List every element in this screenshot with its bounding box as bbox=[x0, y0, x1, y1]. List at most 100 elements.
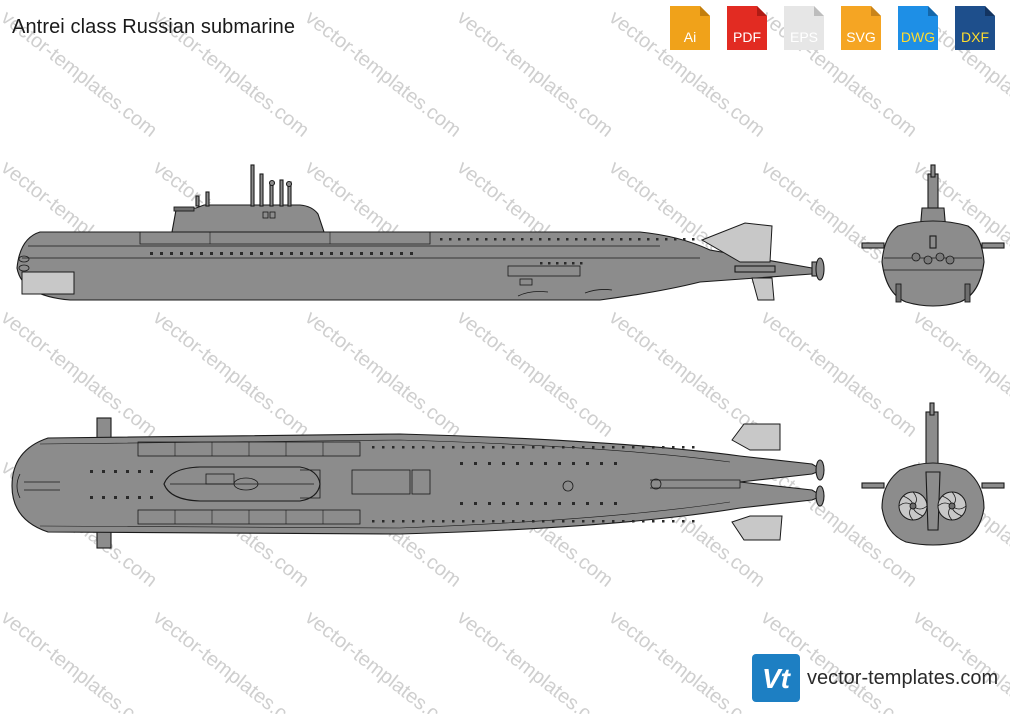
deck-vent bbox=[564, 262, 567, 265]
deck-vent bbox=[502, 446, 505, 449]
format-label: Ai bbox=[683, 29, 697, 45]
stern-fin-bottom bbox=[731, 515, 783, 541]
deck-vent bbox=[210, 252, 213, 255]
deck-vent bbox=[474, 502, 477, 505]
file-icon bbox=[784, 6, 824, 50]
deck-vent bbox=[542, 520, 545, 523]
deck-vent bbox=[476, 238, 479, 241]
format-badge-dxf[interactable]: DXF bbox=[953, 4, 997, 52]
file-icon bbox=[841, 6, 881, 50]
deck-vent bbox=[474, 462, 477, 465]
deck-vent bbox=[170, 252, 173, 255]
deck-vent bbox=[370, 252, 373, 255]
deck-vent bbox=[492, 446, 495, 449]
deck-vent bbox=[190, 252, 193, 255]
lower-rudder bbox=[751, 277, 775, 301]
deck-vent bbox=[556, 262, 559, 265]
deck-vent bbox=[503, 238, 506, 241]
deck-vent bbox=[150, 496, 153, 499]
deck-vent bbox=[200, 252, 203, 255]
deck-vent bbox=[372, 446, 375, 449]
deck-vent bbox=[412, 520, 415, 523]
deck-vent bbox=[102, 496, 105, 499]
bow-panel bbox=[21, 271, 75, 295]
format-badge-eps[interactable]: EPS bbox=[782, 4, 826, 52]
deck-vent bbox=[90, 470, 93, 473]
deck-vent bbox=[602, 446, 605, 449]
upper-rudder bbox=[700, 222, 773, 263]
deck-vent bbox=[548, 238, 551, 241]
deck-vent bbox=[472, 520, 475, 523]
deck-vent bbox=[647, 238, 650, 241]
deck-vent bbox=[492, 520, 495, 523]
deck-vent bbox=[442, 520, 445, 523]
deck-vent bbox=[380, 252, 383, 255]
deck-vent bbox=[270, 252, 273, 255]
deck-vent bbox=[552, 446, 555, 449]
deck-vent bbox=[652, 520, 655, 523]
deck-vent bbox=[692, 238, 695, 241]
format-badge-svg[interactable]: SVG bbox=[839, 4, 883, 52]
deck-vent bbox=[422, 520, 425, 523]
side-hull bbox=[16, 231, 824, 301]
deck-vent bbox=[662, 520, 665, 523]
deck-vent bbox=[612, 520, 615, 523]
vt-logo-text: Vt bbox=[762, 663, 792, 694]
format-badge-ai[interactable]: Ai bbox=[668, 4, 712, 52]
vt-logo-icon[interactable]: Vt bbox=[752, 654, 800, 702]
deck-vent bbox=[449, 238, 452, 241]
deck-vent bbox=[532, 520, 535, 523]
deck-vent bbox=[460, 502, 463, 505]
deck-vent bbox=[382, 446, 385, 449]
deck-vent bbox=[542, 446, 545, 449]
deck-vent bbox=[102, 470, 105, 473]
format-badge-pdf[interactable]: PDF bbox=[725, 4, 769, 52]
deck-vent bbox=[360, 252, 363, 255]
deck-vent bbox=[540, 262, 543, 265]
format-label: DXF bbox=[961, 29, 989, 45]
file-icon bbox=[898, 6, 938, 50]
deck-vent bbox=[692, 446, 695, 449]
file-icon bbox=[955, 6, 995, 50]
deck-vent bbox=[692, 520, 695, 523]
format-badge-dwg[interactable]: DWG bbox=[896, 4, 940, 52]
side-view bbox=[16, 164, 825, 301]
deck-vent bbox=[600, 502, 603, 505]
deck-vent bbox=[502, 462, 505, 465]
brand-site-link[interactable]: vector-templates.com bbox=[807, 667, 999, 689]
deck-vent bbox=[584, 238, 587, 241]
deck-vent bbox=[652, 446, 655, 449]
front-view-upper bbox=[861, 164, 1005, 307]
deck-vent bbox=[665, 238, 668, 241]
format-label: EPS bbox=[789, 29, 818, 45]
deck-vent bbox=[310, 252, 313, 255]
deck-vent bbox=[656, 238, 659, 241]
deck-vent bbox=[300, 252, 303, 255]
deck-vent bbox=[600, 462, 603, 465]
deck-vent bbox=[544, 462, 547, 465]
deck-vent bbox=[488, 462, 491, 465]
deck-vent bbox=[572, 502, 575, 505]
deck-vent bbox=[548, 262, 551, 265]
format-label: PDF bbox=[733, 29, 761, 45]
sail bbox=[171, 204, 325, 233]
deck-vent bbox=[629, 238, 632, 241]
deck-vent bbox=[220, 252, 223, 255]
deck-vent bbox=[392, 520, 395, 523]
deck-vent bbox=[126, 496, 129, 499]
deck-vent bbox=[180, 252, 183, 255]
bow-plane-top bbox=[96, 417, 112, 439]
deck-vent bbox=[412, 446, 415, 449]
deck-vent bbox=[440, 238, 443, 241]
stern-plane bbox=[734, 265, 776, 273]
deck-vent bbox=[539, 238, 542, 241]
deck-vent bbox=[150, 470, 153, 473]
deck-vent bbox=[452, 446, 455, 449]
deck-vent bbox=[522, 446, 525, 449]
deck-vent bbox=[552, 520, 555, 523]
deck-vent bbox=[512, 446, 515, 449]
deck-vent bbox=[392, 446, 395, 449]
deck-vent bbox=[632, 520, 635, 523]
deck-vent bbox=[575, 238, 578, 241]
